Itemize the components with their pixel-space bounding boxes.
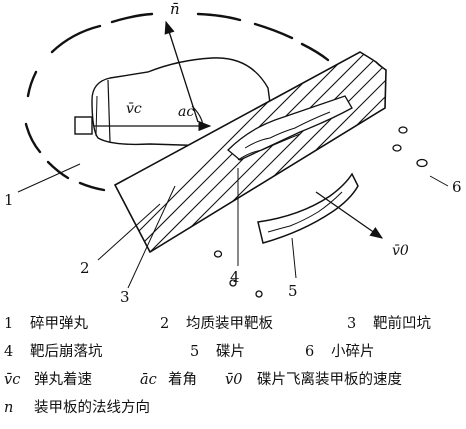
legend-text-2: 均质装甲靶板 xyxy=(186,316,273,332)
legend-text-vc: 弹丸着速 xyxy=(34,372,92,388)
normal-vector-arrow xyxy=(164,20,199,123)
legend-text-3: 靶前凹坑 xyxy=(373,316,431,332)
label-5: 5 xyxy=(288,282,298,300)
legend-sym-n: n xyxy=(4,400,14,416)
legend-num-5: 5 xyxy=(190,344,200,360)
label-v0: v̄0 xyxy=(392,243,409,259)
legend-text-6: 小碎片 xyxy=(331,344,375,360)
legend-num-6: 6 xyxy=(305,344,315,360)
legend-row-3: v̄c 弹丸着速 āc 着角 v̄0 碟片飞离装甲板的速度 xyxy=(0,368,466,392)
legend-text-ac: 着角 xyxy=(168,372,197,388)
legend-num-3: 3 xyxy=(347,316,357,332)
legend-text-1: 碎甲弹丸 xyxy=(30,316,88,332)
label-n: n̄ xyxy=(170,0,180,18)
legend-text-4: 靶后崩落坑 xyxy=(30,344,103,360)
armor-penetration-diagram: n̄ v̄c ac v̄0 1 2 3 4 5 6 xyxy=(4,0,462,305)
figure-legend: 1 碎甲弹丸 2 均质装甲靶板 3 靶前凹坑 4 靶后崩落坑 5 碟片 6 小碎… xyxy=(0,306,466,429)
label-1: 1 xyxy=(4,191,14,209)
legend-text-n: 装甲板的法线方向 xyxy=(34,400,150,416)
leader-lines xyxy=(17,163,449,289)
legend-text-5: 碟片 xyxy=(216,344,245,360)
spall-crater xyxy=(227,95,353,161)
disc-fragment xyxy=(257,172,359,244)
legend-sym-v0: v̄0 xyxy=(225,372,243,388)
label-6: 6 xyxy=(452,178,462,196)
legend-text-v0: 碟片飞离装甲板的速度 xyxy=(257,372,402,388)
legend-num-2: 2 xyxy=(160,316,170,332)
legend-row-1: 1 碎甲弹丸 2 均质装甲靶板 3 靶前凹坑 xyxy=(0,312,466,336)
label-vc: v̄c xyxy=(126,101,142,117)
legend-row-2: 4 靶后崩落坑 5 碟片 6 小碎片 xyxy=(0,340,466,364)
label-ac: ac xyxy=(178,104,194,120)
legend-sym-vc: v̄c xyxy=(4,372,21,388)
disc-velocity-arrow xyxy=(315,191,384,239)
legend-num-1: 1 xyxy=(4,316,14,332)
impact-angle-arc xyxy=(191,105,204,127)
small-fragments xyxy=(213,126,428,298)
legend-sym-ac: āc xyxy=(140,372,157,388)
explosion-cloud xyxy=(24,12,330,192)
label-3: 3 xyxy=(120,288,130,305)
label-4: 4 xyxy=(230,268,240,286)
legend-num-4: 4 xyxy=(4,344,14,360)
label-2: 2 xyxy=(80,259,90,277)
legend-row-4: n 装甲板的法线方向 xyxy=(0,396,466,420)
